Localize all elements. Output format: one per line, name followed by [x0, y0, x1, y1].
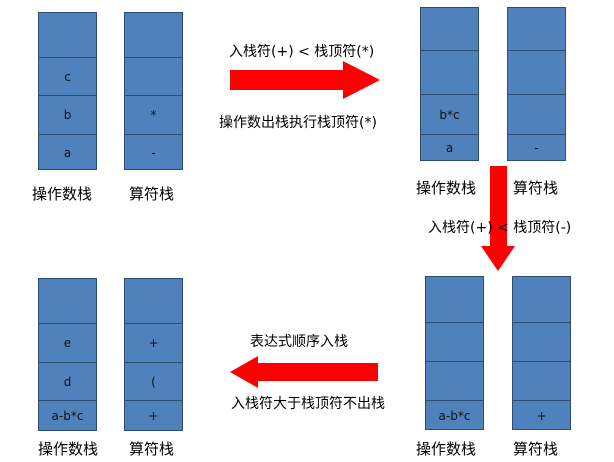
operator-stack-bottom-left: + ( + [124, 278, 183, 431]
operator-stack-title: 算符栈 [513, 440, 559, 458]
stack-cell: a [421, 134, 478, 161]
stack-cell [508, 94, 565, 134]
stack-cell: a [39, 134, 96, 170]
operand-stack-title: 操作数栈 [32, 185, 93, 203]
operator-stack-title: 算符栈 [129, 185, 175, 203]
operator-stack-top-left: * - [124, 12, 183, 170]
stack-cell: b*c [421, 94, 478, 134]
left-arrow [230, 356, 378, 388]
stack-cell: a-b*c [39, 400, 96, 431]
step3-action: 表达式顺序入栈 [250, 334, 348, 350]
stack-cell: * [125, 95, 182, 134]
operator-stack-top-right: - [507, 7, 566, 161]
stack-cell: e [39, 323, 96, 362]
operand-stack-title: 操作数栈 [416, 179, 477, 197]
stack-cell [513, 322, 570, 361]
operand-stack-title: 操作数栈 [38, 440, 99, 458]
stack-cell: c [39, 57, 96, 95]
operator-stack-title: 算符栈 [129, 440, 175, 458]
stack-cell [426, 322, 483, 361]
stack-cell: b [39, 95, 96, 134]
operand-stack-bottom-right: a-b*c [425, 276, 484, 430]
stack-cell: a-b*c [426, 400, 483, 430]
operand-stack-top-right: b*c a [420, 7, 479, 161]
stack-cell [125, 57, 182, 95]
stack-cell: - [508, 134, 565, 161]
step3-condition: 入栈符大于栈顶符不出栈 [231, 396, 385, 412]
step1-condition: 入栈符(+) < 栈顶符(*) [229, 44, 375, 60]
stack-cell: + [125, 323, 182, 362]
down-arrow [481, 166, 515, 271]
stack-cell: + [125, 400, 182, 431]
stack-cell [421, 50, 478, 94]
right-arrow [230, 61, 380, 99]
stack-cell [513, 361, 570, 400]
stack-cell: - [125, 134, 182, 170]
operator-stack-bottom-right: + [512, 276, 571, 430]
stack-cell [426, 361, 483, 400]
operand-stack-title: 操作数栈 [416, 440, 477, 458]
step2-condition: 入栈符(+) < 栈顶符(-) [428, 220, 572, 236]
step1-action: 操作数出栈执行栈顶符(*) [219, 115, 377, 131]
stack-cell: + [513, 400, 570, 430]
operator-stack-title: 算符栈 [513, 179, 559, 197]
operand-stack-bottom-left: e d a-b*c [38, 278, 97, 431]
stack-cell: d [39, 362, 96, 400]
stack-cell [508, 50, 565, 94]
operand-stack-top-left: c b a [38, 12, 97, 170]
stack-cell: ( [125, 362, 182, 400]
